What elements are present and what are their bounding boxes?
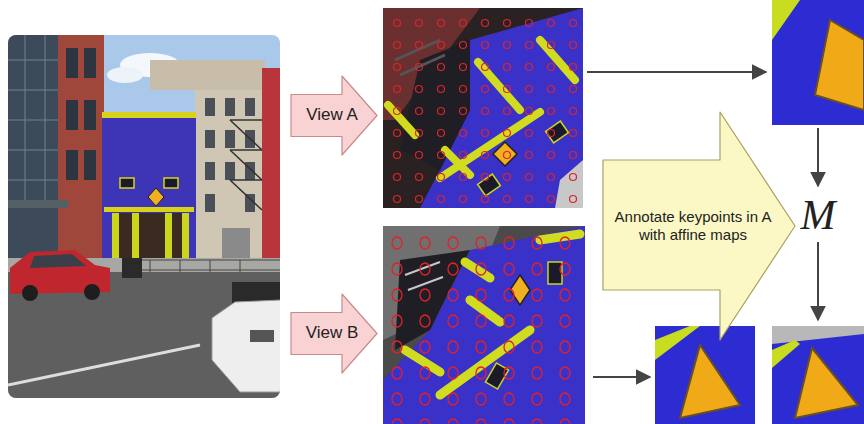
view-arrow: View A [290, 75, 378, 156]
view-a-image [383, 8, 583, 208]
node-text: View A [306, 105, 358, 125]
patch-warped [772, 326, 864, 424]
view-b-image [383, 226, 585, 424]
street-photo [8, 35, 280, 398]
process-arrow: Annotate keypoints in A with affine maps [600, 110, 796, 342]
patch-b [655, 326, 755, 424]
node-text: Annotate keypoints in A with affine maps [608, 208, 778, 244]
matrix-symbol: M [796, 194, 840, 236]
flow-arrows [587, 72, 818, 377]
patch-a [772, 0, 864, 125]
node-text: View B [306, 323, 359, 343]
view-arrow: View B [290, 293, 378, 374]
